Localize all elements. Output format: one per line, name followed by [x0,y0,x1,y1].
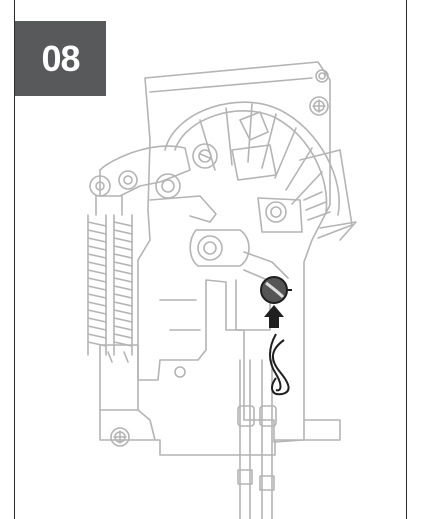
hairpin-cotter-pin-icon [269,333,290,396]
center-hub [192,143,218,169]
mounting-plate [137,61,331,443]
step-number: 08 [41,37,80,79]
ratchet-wheel [164,101,340,216]
plate-screw-top-right [309,96,329,116]
highlighted-screw [260,276,292,304]
left-springs [87,195,133,356]
step-number-badge: 08 [15,21,106,96]
plate-screw-bottom-left [110,427,130,447]
arrow-up-icon [264,305,284,328]
